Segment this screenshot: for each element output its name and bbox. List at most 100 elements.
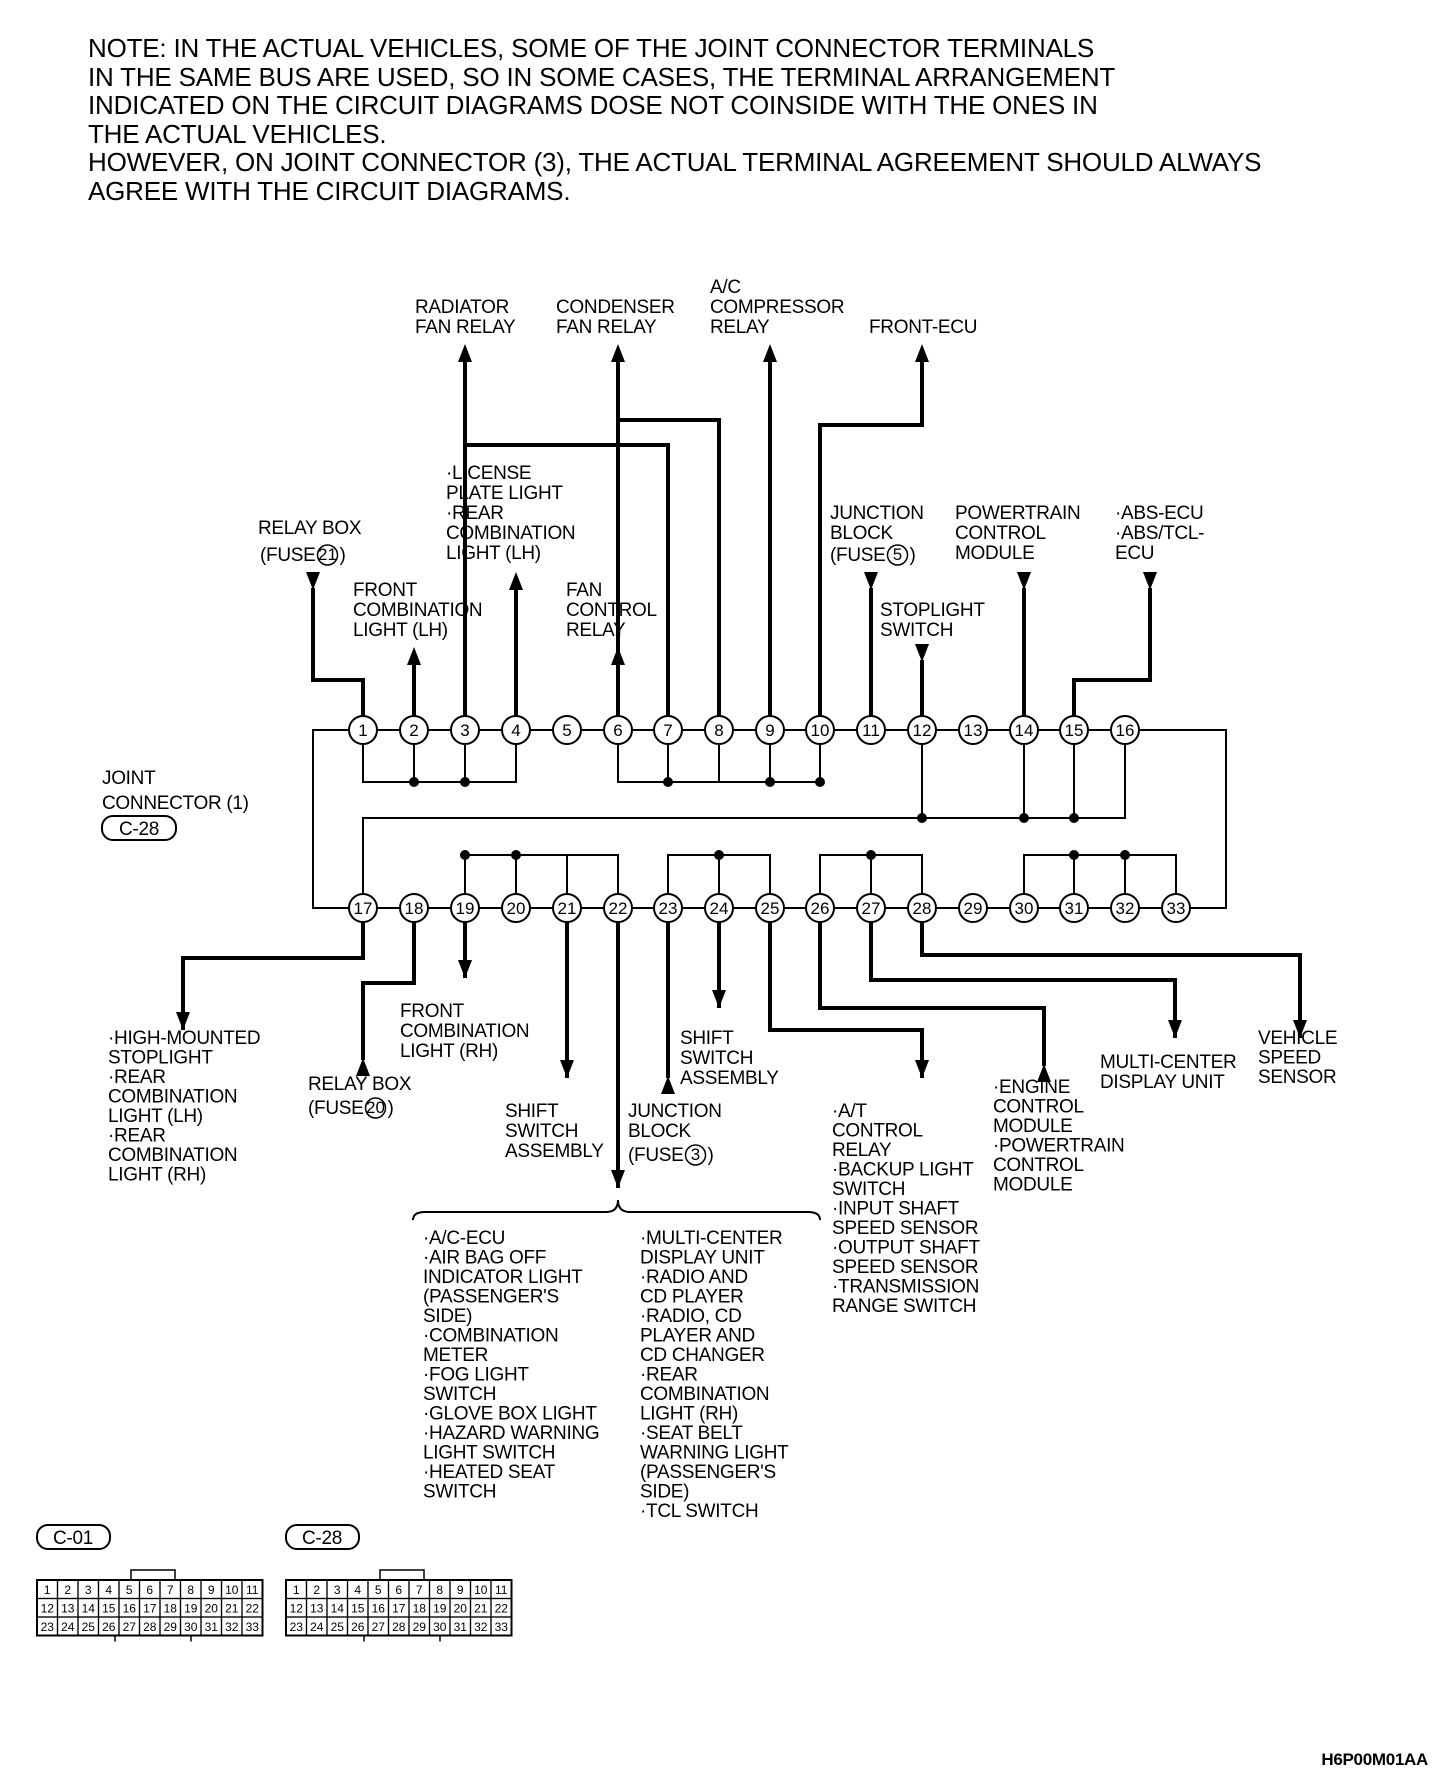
note-line: NOTE: IN THE ACTUAL VEHICLES, SOME OF TH… [88, 33, 1095, 63]
pin-number: 31 [1065, 899, 1084, 918]
arrow-up [611, 647, 625, 665]
cavity-number: 22 [246, 1602, 260, 1616]
cavity-number: 8 [436, 1583, 443, 1597]
label-pin22-right-line: COMBINATION [640, 1384, 769, 1405]
pin-circle [653, 893, 683, 923]
label-pin22-right-line: CD PLAYER [640, 1287, 744, 1308]
cavity-number: 28 [392, 1620, 406, 1634]
label-engine-control-line: ·POWERTRAIN [993, 1136, 1124, 1157]
cavity-number: 18 [413, 1602, 427, 1616]
pin-number: 22 [609, 899, 628, 918]
note-line: AGREE WITH THE CIRCUIT DIAGRAMS. [88, 175, 571, 206]
bus-bottom-a [464, 854, 619, 908]
pin-circle [1110, 715, 1140, 745]
label-pin22-left-line: ·COMBINATION [423, 1326, 558, 1347]
pin-circle [399, 715, 429, 745]
arrow-up [763, 344, 777, 362]
label-front-comb-rh-line: FRONT [400, 1001, 465, 1022]
pin-circle [552, 893, 582, 923]
label-junction-block-5: BLOCK [830, 523, 894, 544]
label-shift-sw-24-line: ASSEMBLY [680, 1068, 779, 1089]
arrow-down [611, 1170, 625, 1188]
cavity-number: 23 [290, 1620, 304, 1634]
label-pin22-left-line: ·FOG LIGHT [423, 1365, 529, 1386]
label-pin22-left-line: INDICATOR LIGHT [423, 1267, 583, 1288]
label-relay-box-21-fuse-number: 21 [318, 545, 337, 564]
label-pin22-left-line: SWITCH [423, 1482, 496, 1503]
arrow-up [458, 344, 472, 362]
label-junction-block-3-fuse-number: 3 [691, 1145, 700, 1164]
pin22-brace [412, 1199, 821, 1221]
label-at-control-line: SPEED SENSOR [832, 1257, 978, 1278]
splice-dot [409, 777, 419, 787]
pin-circle [603, 893, 633, 923]
cavity-number: 13 [61, 1602, 75, 1616]
label-shift-sw-21-line: SWITCH [505, 1121, 578, 1142]
connector-outline [312, 729, 1176, 909]
cavity-number: 19 [433, 1602, 447, 1616]
cavity-number: 18 [164, 1602, 178, 1616]
label-high-mounted-line: COMBINATION [108, 1145, 237, 1166]
label-shift-sw-24-line: SHIFT [680, 1028, 734, 1049]
pin-circle [450, 715, 480, 745]
splice-dot [1019, 813, 1029, 823]
connector-code-box [101, 815, 177, 841]
label-shift-sw-24-line: SWITCH [680, 1048, 753, 1069]
pin-circle [907, 715, 937, 745]
label-radiator-fan-relay-line: FAN RELAY [415, 317, 516, 338]
arrow-down [915, 644, 929, 662]
connector-face-code: C-28 [302, 1528, 342, 1549]
arrow-up [509, 572, 523, 590]
cavity-number: 29 [413, 1620, 427, 1634]
label-relay-box-21: RELAY BOX [258, 518, 362, 539]
wire-abs-ecu [1072, 588, 1152, 730]
connector-face-code: C-01 [53, 1528, 93, 1549]
splice-dot [663, 777, 673, 787]
label-relay-box-20: RELAY BOX [308, 1074, 412, 1095]
arrow-down [1293, 1020, 1307, 1038]
pin-circle [958, 715, 988, 745]
figure-reference: H6P00M01AA [1321, 1750, 1428, 1769]
label-fan-control-relay-line: CONTROL [566, 600, 657, 621]
pin-circle [1059, 893, 1089, 923]
label-junction-block-3-fuse-text: (FUSE [628, 1145, 684, 1166]
label-relay-box-20-fuse-number: 20 [366, 1098, 385, 1117]
splice-dot [1120, 850, 1130, 860]
label-high-mounted-line: ·REAR [108, 1067, 166, 1088]
marks [176, 344, 1307, 1188]
cavity-number: 33 [246, 1620, 260, 1634]
label-front-ecu-line: FRONT-ECU [869, 317, 977, 338]
pin-circle [704, 893, 734, 923]
cavity-number: 20 [454, 1602, 468, 1616]
pin-number: 21 [558, 899, 577, 918]
label-junction-block-5-fuse-close: ) [910, 545, 916, 566]
label-pin22-right-line: PLAYER AND [640, 1326, 755, 1347]
cavity-number: 10 [225, 1583, 239, 1597]
arrow-up [407, 647, 421, 665]
cavity-number: 26 [351, 1620, 365, 1634]
arrow-down [1017, 572, 1031, 590]
arrow-down [1168, 1020, 1182, 1038]
wire-engine-control [818, 908, 1046, 1066]
pin-number: 29 [964, 899, 983, 918]
wire-at-control [768, 908, 924, 1078]
arrow-up [611, 344, 625, 362]
label-radiator-fan-relay-line: RADIATOR [415, 297, 509, 318]
label-front-comb-lh-line: LIGHT (LH) [353, 620, 448, 641]
label-license-plate-line: PLATE LIGHT [446, 483, 563, 504]
label-shift-sw-21-line: SHIFT [505, 1101, 559, 1122]
pin-number: 30 [1015, 899, 1034, 918]
pin-number: 11 [862, 721, 880, 740]
arrow-down [915, 1060, 929, 1078]
label-pin22-left-line: ·AIR BAG OFF [423, 1248, 546, 1269]
label-license-plate-line: COMBINATION [446, 523, 575, 544]
connector-cavity [490, 1616, 513, 1637]
cavity-number: 5 [375, 1583, 382, 1597]
pin-circle [501, 715, 531, 745]
label-junction-block-3: JUNCTION [628, 1101, 722, 1122]
pin-circle [856, 893, 886, 923]
pin-number: 10 [811, 721, 830, 740]
cavity-number: 25 [331, 1620, 345, 1634]
label-condenser-fan-relay-line: FAN RELAY [556, 317, 657, 338]
